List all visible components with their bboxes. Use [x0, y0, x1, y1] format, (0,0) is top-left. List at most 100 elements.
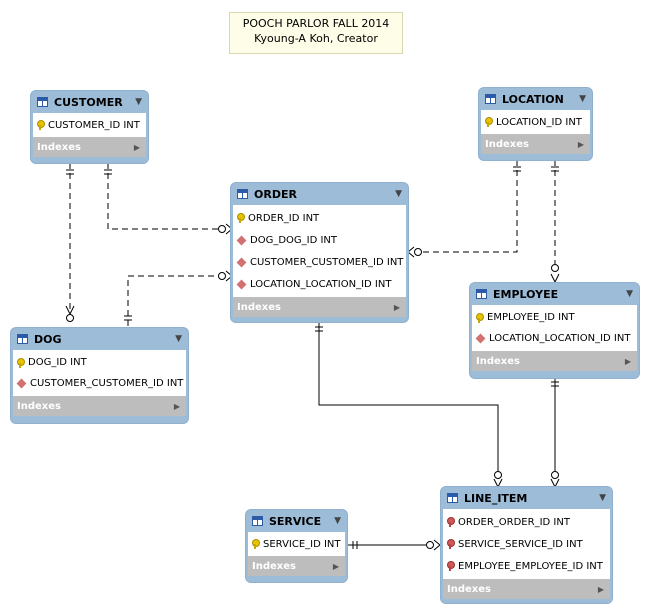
primary-key-icon [485, 117, 493, 127]
expand-arrow-icon: ▶ [393, 302, 400, 312]
indexes-toggle[interactable]: Indexes ▶ [481, 134, 590, 154]
indexes-toggle[interactable]: Indexes ▶ [13, 396, 186, 416]
indexes-toggle[interactable]: Indexes▶ [443, 579, 610, 599]
column-label: ORDER_ID INT [248, 212, 320, 224]
column-row[interactable]: SERVICE_SERVICE_ID INT [443, 533, 610, 555]
indexes-label: Indexes [252, 560, 296, 572]
column-list: DOG_ID INT CUSTOMER_CUSTOMER_ID INT [13, 350, 186, 396]
column-label: LOCATION_LOCATION_ID INT [250, 278, 392, 290]
collapse-arrow-icon[interactable]: ▼ [175, 334, 182, 344]
column-row[interactable]: EMPLOYEE_EMPLOYEE_ID INT [443, 555, 610, 577]
column-label: EMPLOYEE_EMPLOYEE_ID INT [458, 560, 603, 572]
column-row[interactable]: LOCATION_LOCATION_ID INT [472, 328, 637, 349]
column-label: CUSTOMER_ID INT [48, 119, 140, 131]
column-row[interactable]: DOG_DOG_ID INT [233, 229, 406, 251]
column-row[interactable]: DOG_ID INT [13, 352, 186, 373]
indexes-label: Indexes [237, 301, 281, 313]
column-row[interactable]: CUSTOMER_ID INT [33, 115, 146, 135]
collapse-arrow-icon[interactable]: ▼ [599, 493, 606, 503]
primary-key-icon [17, 357, 25, 368]
indexes-label: Indexes [476, 355, 520, 367]
table-dog[interactable]: DOG ▼ DOG_ID INT CUSTOMER_CUSTOMER_ID IN… [11, 328, 188, 423]
table-employee[interactable]: EMPLOYEE ▼ EMPLOYEE_ID INT LOCATION_LOCA… [470, 283, 639, 378]
column-row[interactable]: ORDER_ORDER_ID INT [443, 511, 610, 533]
indexes-label: Indexes [485, 138, 529, 150]
column-label: EMPLOYEE_ID INT [487, 312, 575, 323]
table-icon [17, 334, 28, 344]
collapse-arrow-icon[interactable]: ▼ [334, 516, 341, 526]
table-header[interactable]: CUSTOMER ▼ [31, 91, 148, 113]
indexes-label: Indexes [17, 400, 61, 412]
expand-arrow-icon: ▶ [577, 139, 584, 149]
table-header[interactable]: EMPLOYEE ▼ [470, 283, 639, 305]
table-service[interactable]: SERVICE ▼ SERVICE_ID INT Indexes ▶ [246, 510, 347, 582]
table-icon [485, 94, 496, 104]
rel-customer-dog [65, 163, 75, 322]
table-header[interactable]: SERVICE ▼ [246, 510, 347, 532]
column-list: LOCATION_ID INT [481, 110, 590, 134]
expand-arrow-icon: ▶ [332, 561, 339, 571]
primary-key-icon [37, 120, 45, 130]
column-label: ORDER_ORDER_ID INT [458, 516, 570, 528]
collapse-arrow-icon[interactable]: ▼ [135, 97, 142, 107]
column-row[interactable]: CUSTOMER_CUSTOMER_ID INT [13, 373, 186, 394]
collapse-arrow-icon[interactable]: ▼ [579, 94, 586, 104]
column-list: ORDER_ID INT DOG_DOG_ID INT CUSTOMER_CUS… [233, 205, 406, 297]
column-row[interactable]: LOCATION_ID INT [481, 112, 590, 132]
table-icon [252, 516, 263, 526]
table-header[interactable]: LINE_ITEM ▼ [441, 487, 612, 509]
indexes-toggle[interactable]: Indexes ▶ [472, 351, 637, 371]
column-label: LOCATION_ID INT [496, 116, 582, 128]
expand-arrow-icon: ▶ [173, 401, 180, 411]
rel-location-employee [550, 160, 560, 284]
table-header[interactable]: LOCATION ▼ [479, 88, 592, 110]
column-list: EMPLOYEE_ID INT LOCATION_LOCATION_ID INT [472, 305, 637, 351]
table-icon [237, 189, 248, 199]
primary-foreign-key-icon [447, 561, 455, 571]
foreign-key-icon [236, 235, 247, 245]
table-header[interactable]: ORDER ▼ [231, 183, 408, 205]
table-location[interactable]: LOCATION ▼ LOCATION_ID INT Indexes ▶ [479, 88, 592, 160]
rel-dog-order [124, 270, 233, 326]
table-customer[interactable]: CUSTOMER ▼ CUSTOMER_ID INT Indexes ▶ [31, 91, 148, 163]
table-name: EMPLOYEE [493, 287, 559, 301]
collapse-arrow-icon[interactable]: ▼ [626, 289, 633, 299]
table-icon [37, 97, 48, 107]
table-icon [447, 493, 458, 503]
column-label: CUSTOMER_CUSTOMER_ID INT [250, 256, 404, 268]
indexes-label: Indexes [37, 141, 81, 153]
rel-location-order [407, 160, 521, 258]
column-list: SERVICE_ID INT [248, 532, 345, 556]
table-line-item[interactable]: LINE_ITEM ▼ ORDER_ORDER_ID INT SERVICE_S… [441, 487, 612, 603]
column-list: CUSTOMER_ID INT [33, 113, 146, 137]
column-row[interactable]: LOCATION_LOCATION_ID INT [233, 273, 406, 295]
expand-arrow-icon: ▶ [624, 356, 631, 366]
foreign-key-icon [16, 378, 27, 389]
table-header[interactable]: DOG ▼ [11, 328, 188, 350]
column-row[interactable]: EMPLOYEE_ID INT [472, 307, 637, 328]
column-list: ORDER_ORDER_ID INT SERVICE_SERVICE_ID IN… [443, 509, 610, 579]
rel-customer-order [104, 163, 233, 235]
expand-arrow-icon: ▶ [133, 142, 140, 152]
column-row[interactable]: SERVICE_ID INT [248, 534, 345, 554]
table-icon [476, 289, 487, 299]
note-creator: Kyoung-A Koh, Creator [254, 32, 378, 45]
indexes-toggle[interactable]: Indexes ▶ [248, 556, 345, 576]
indexes-toggle[interactable]: Indexes ▶ [233, 297, 406, 317]
primary-foreign-key-icon [447, 539, 455, 549]
table-order[interactable]: ORDER ▼ ORDER_ID INT DOG_DOG_ID INT CUST… [231, 183, 408, 322]
column-label: SERVICE_ID INT [263, 538, 341, 550]
note-title: POOCH PARLOR FALL 2014 [242, 17, 390, 30]
foreign-key-icon [236, 279, 247, 289]
table-name: CUSTOMER [54, 95, 123, 109]
primary-key-icon [252, 539, 260, 549]
indexes-toggle[interactable]: Indexes ▶ [33, 137, 146, 157]
column-row[interactable]: ORDER_ID INT [233, 207, 406, 229]
foreign-key-icon [236, 257, 247, 267]
rel-employee-lineitem [550, 378, 560, 489]
collapse-arrow-icon[interactable]: ▼ [395, 189, 402, 199]
column-label: LOCATION_LOCATION_ID INT [489, 333, 631, 344]
column-row[interactable]: CUSTOMER_CUSTOMER_ID INT [233, 251, 406, 273]
rel-service-lineitem [347, 539, 441, 551]
